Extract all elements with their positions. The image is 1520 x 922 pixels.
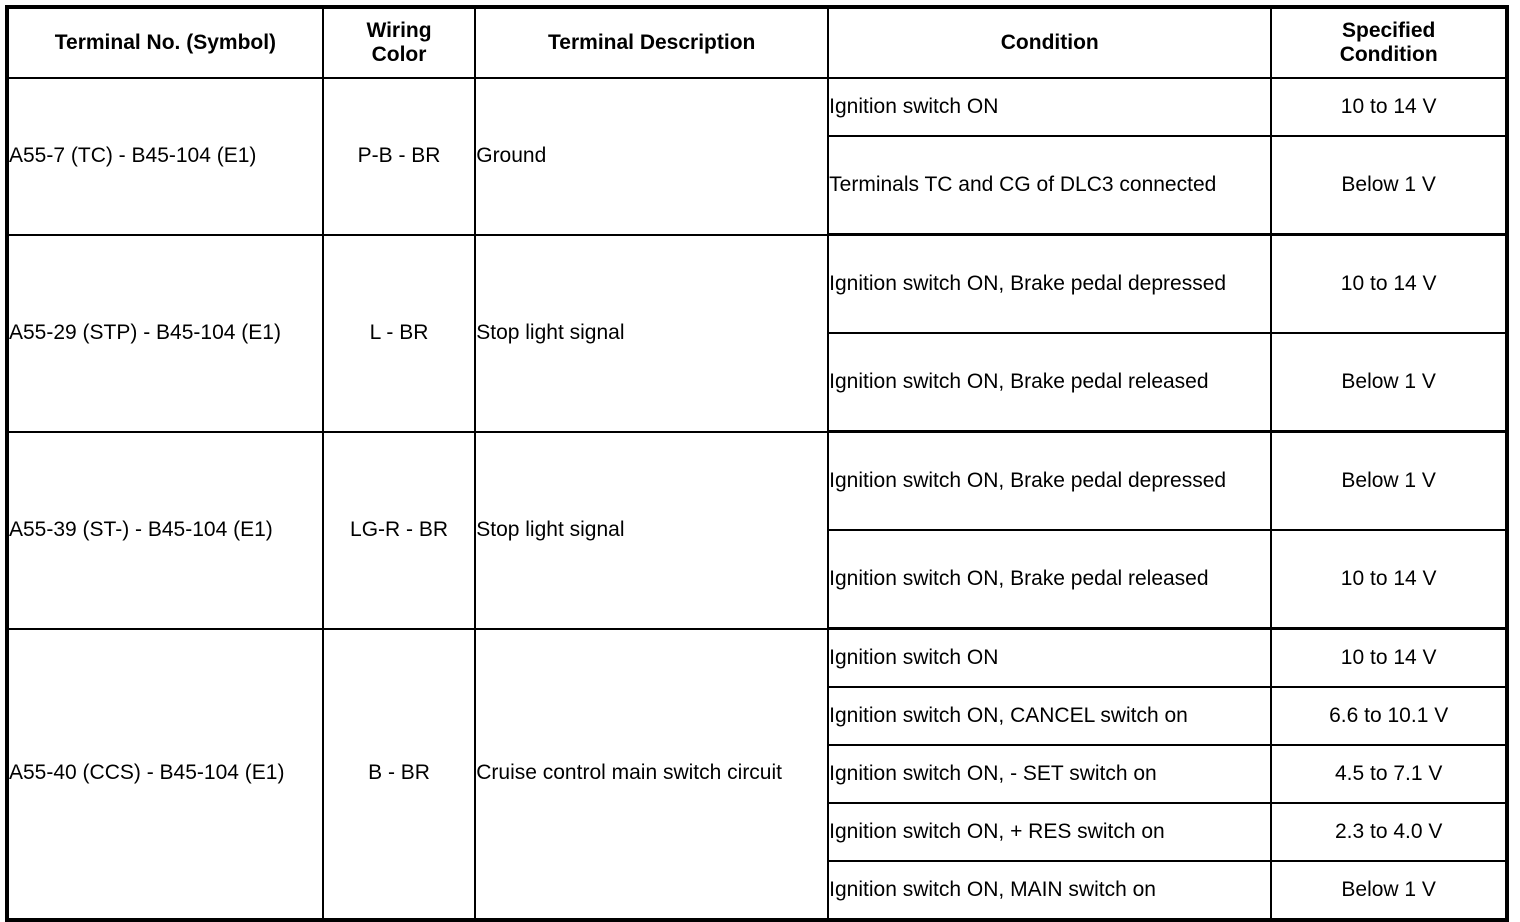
cell-specified-condition: Below 1 V bbox=[1270, 860, 1508, 921]
cell-specified-condition: 10 to 14 V bbox=[1270, 627, 1508, 688]
cell-condition: Ignition switch ON, MAIN switch on bbox=[827, 860, 1273, 921]
column-header-wiring-color: Wiring Color bbox=[321, 6, 477, 79]
table-header: Terminal No. (Symbol) Wiring Color Termi… bbox=[6, 6, 1508, 79]
cell-condition: Terminals TC and CG of DLC3 connected bbox=[827, 135, 1273, 236]
column-header-condition: Condition bbox=[827, 6, 1273, 79]
column-header-wiring-color-line-1: Wiring bbox=[366, 18, 432, 42]
table-row: Ignition switch ON, Brake pedal released… bbox=[7, 332, 1508, 433]
cell-terminal: A55-7 (TC) - B45-104 (E1) bbox=[6, 77, 324, 236]
table-row: A55-7 (TC) - B45-104 (E1) P-B - BR Groun… bbox=[6, 77, 1508, 236]
cell-condition: Ignition switch ON, CANCEL switch on bbox=[827, 686, 1273, 746]
cell-specified-condition: Below 1 V bbox=[1270, 332, 1508, 433]
cell-wiring-color: L - BR bbox=[321, 233, 477, 433]
column-header-specified-condition-line-2: Condition bbox=[1339, 43, 1438, 66]
cell-specified-condition: 10 to 14 V bbox=[1270, 529, 1508, 630]
column-header-terminal-description: Terminal Description bbox=[474, 6, 830, 79]
column-header-condition-line-1: Condition bbox=[1000, 30, 1099, 54]
cell-terminal-description: Ground bbox=[474, 77, 830, 236]
cell-condition: Ignition switch ON bbox=[827, 627, 1273, 688]
cell-specified-condition: 10 to 14 V bbox=[1270, 233, 1508, 334]
cell-terminal-description: Stop light signal bbox=[474, 233, 830, 433]
cell-terminal: A55-39 (ST-) - B45-104 (E1) bbox=[6, 430, 324, 630]
column-header-specified-condition-line-1: Specified bbox=[1341, 18, 1436, 42]
table-row: A55-39 (ST-) - B45-104 (E1) LG-R - BR St… bbox=[6, 430, 1508, 630]
cell-specified-condition: 10 to 14 V bbox=[1270, 77, 1508, 137]
cell-specified-condition: Below 1 V bbox=[1270, 135, 1508, 236]
terminal-specification-table: Terminal No. (Symbol) Wiring Color Termi… bbox=[5, 5, 1509, 922]
table-body: A55-7 (TC) - B45-104 (E1) P-B - BR Groun… bbox=[6, 77, 1508, 921]
cell-condition: Ignition switch ON, - SET switch on bbox=[827, 744, 1273, 804]
cell-wiring-color: B - BR bbox=[321, 627, 477, 921]
cell-wiring-color: P-B - BR bbox=[321, 77, 477, 236]
cell-specified-condition: 4.5 to 7.1 V bbox=[1270, 744, 1508, 804]
cell-condition: Ignition switch ON bbox=[827, 77, 1273, 137]
column-header-terminal-line-1: Terminal No. (Symbol) bbox=[54, 30, 277, 54]
header-row: Terminal No. (Symbol) Wiring Color Termi… bbox=[6, 6, 1508, 79]
column-header-terminal-description-line-1: Terminal Description bbox=[548, 30, 756, 54]
cell-specified-condition: Below 1 V bbox=[1270, 430, 1508, 531]
cell-specified-condition: 2.3 to 4.0 V bbox=[1270, 802, 1508, 862]
cell-specified-condition: 6.6 to 10.1 V bbox=[1270, 686, 1508, 746]
cell-terminal-description: Stop light signal bbox=[474, 430, 830, 630]
cell-condition: Ignition switch ON, Brake pedal depresse… bbox=[827, 430, 1273, 531]
cell-condition: Ignition switch ON, Brake pedal released bbox=[827, 332, 1273, 433]
column-header-wiring-color-line-2: Color bbox=[371, 43, 427, 66]
column-header-terminal: Terminal No. (Symbol) bbox=[6, 6, 324, 79]
cell-terminal-description: Cruise control main switch circuit bbox=[474, 627, 830, 921]
table-row: A55-29 (STP) - B45-104 (E1) L - BR Stop … bbox=[6, 233, 1508, 433]
cell-terminal: A55-29 (STP) - B45-104 (E1) bbox=[6, 233, 324, 433]
cell-condition: Ignition switch ON, Brake pedal released bbox=[827, 529, 1273, 630]
table-row: A55-40 (CCS) - B45-104 (E1) B - BR Cruis… bbox=[6, 627, 1508, 921]
cell-condition: Ignition switch ON, + RES switch on bbox=[827, 802, 1273, 862]
cell-terminal: A55-40 (CCS) - B45-104 (E1) bbox=[6, 627, 324, 921]
column-header-specified-condition: Specified Condition bbox=[1270, 6, 1508, 79]
table-row: Terminals TC and CG of DLC3 connected Be… bbox=[7, 135, 1508, 236]
table-row: Ignition switch ON, Brake pedal released… bbox=[7, 529, 1508, 630]
cell-wiring-color: LG-R - BR bbox=[321, 430, 477, 630]
document-page: Terminal No. (Symbol) Wiring Color Termi… bbox=[5, 5, 1509, 922]
cell-condition: Ignition switch ON, Brake pedal depresse… bbox=[827, 233, 1273, 334]
